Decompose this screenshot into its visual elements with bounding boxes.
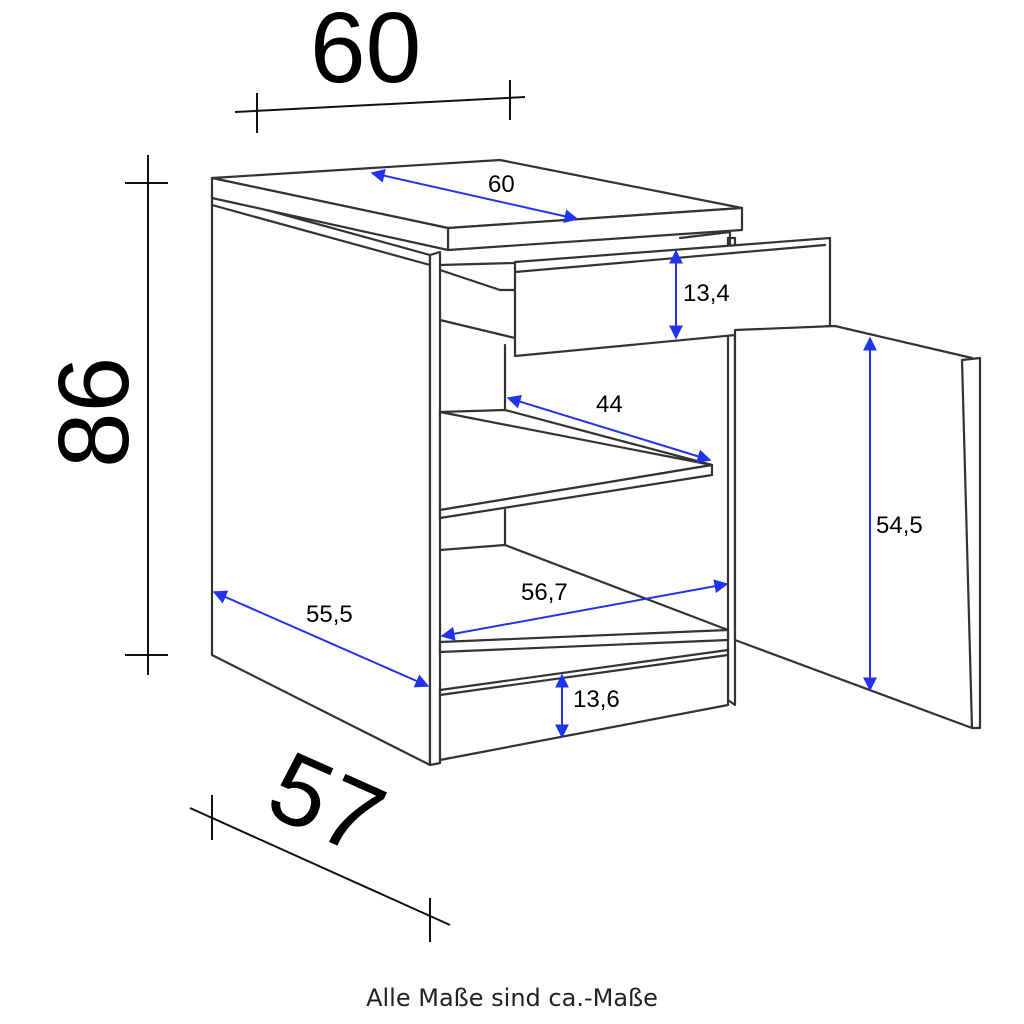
shelf-depth-arrow bbox=[506, 395, 712, 463]
worktop-width-label: 60 bbox=[488, 171, 515, 198]
door-height-label: 54,5 bbox=[876, 512, 923, 539]
cabinet-bottom bbox=[438, 628, 730, 654]
inner-width-arrow bbox=[440, 579, 729, 641]
overall-width-label: 60 bbox=[310, 0, 421, 104]
inner-dimension-arrows bbox=[212, 168, 877, 739]
worktop-width-arrow bbox=[370, 168, 579, 224]
cabinet-inner-right bbox=[726, 236, 737, 707]
overall-height-label: 86 bbox=[38, 357, 150, 468]
dimensions-disclaimer: Alle Maße sind ca.-Maße bbox=[366, 984, 658, 1012]
worktop-side bbox=[210, 176, 450, 252]
cabinet-drawing bbox=[210, 158, 982, 767]
door-edge bbox=[960, 356, 982, 730]
overall-depth-label: 57 bbox=[253, 730, 400, 878]
door-panel bbox=[733, 324, 974, 730]
shelf-depth-label: 44 bbox=[596, 391, 623, 418]
side-depth-label: 55,5 bbox=[306, 601, 353, 628]
cabinet-side-panel bbox=[210, 193, 432, 767]
side-depth-arrow bbox=[212, 590, 430, 688]
plinth bbox=[438, 648, 730, 762]
cabinet-front-edge bbox=[428, 250, 442, 767]
drawer-height-label: 13,4 bbox=[683, 280, 730, 307]
plinth-height-label: 13,6 bbox=[573, 686, 620, 713]
shelf-front bbox=[438, 463, 714, 520]
outer-dimension-lines bbox=[125, 80, 526, 942]
inner-width-label: 56,7 bbox=[521, 579, 568, 606]
